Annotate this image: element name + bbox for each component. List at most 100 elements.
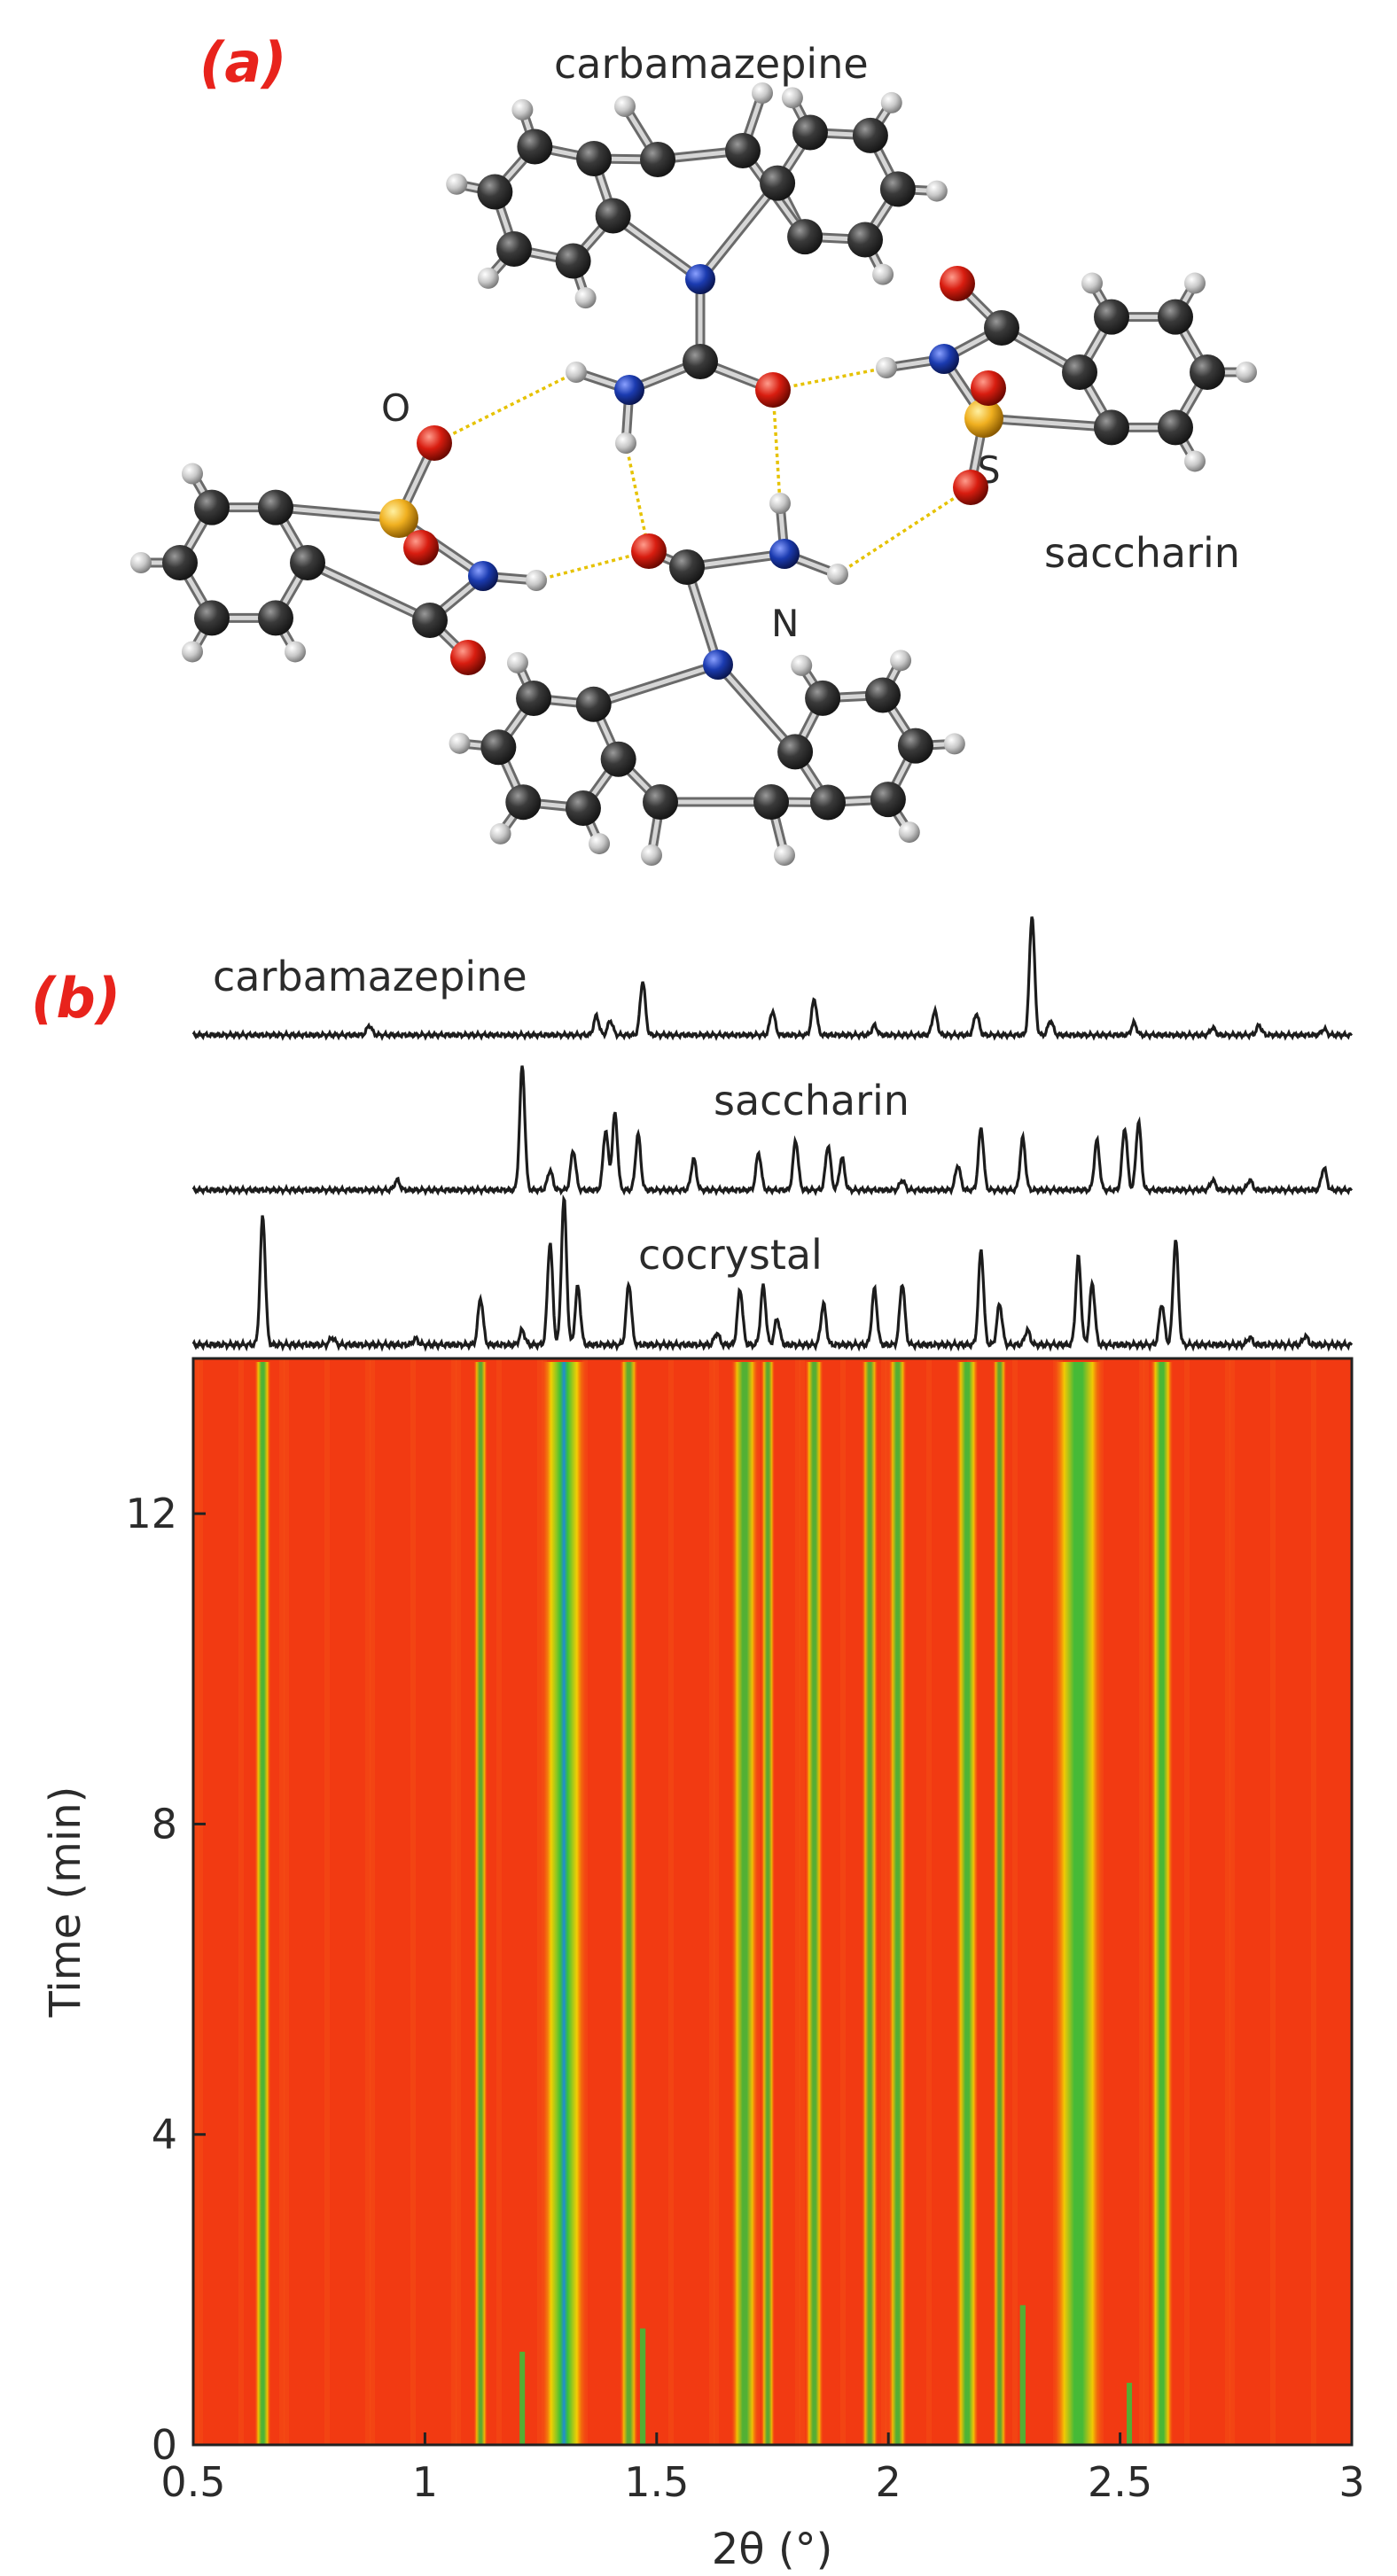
bond: [273, 505, 402, 521]
heatmap-streak: [795, 1358, 800, 2445]
hydrogen-atom: [752, 82, 773, 104]
heatmap-streak: [668, 1358, 674, 2445]
sulfur-atom: [964, 399, 1003, 438]
hydrogen-atom: [943, 733, 965, 755]
hydrogen-atom: [781, 87, 803, 109]
hydrogen-atom: [130, 552, 152, 573]
heatmap-early-band: [519, 2351, 526, 2445]
hydrogen-atom: [477, 267, 499, 289]
heatmap-bands: [193, 1358, 1316, 2445]
heatmap-band: [956, 1362, 979, 2445]
hydrogen-bonds: [433, 366, 972, 582]
carbon-atom: [1062, 354, 1097, 390]
heatmap-early-band: [1127, 2382, 1133, 2445]
heatmap-streak: [881, 1358, 886, 2445]
oxygen-atom: [755, 372, 791, 408]
hydrogen-bond: [771, 389, 782, 504]
carbon-atom: [725, 133, 761, 168]
hydrogen-atom: [574, 287, 597, 309]
x-tick-label: 2.5: [1088, 2458, 1152, 2506]
heatmap-streak: [1225, 1358, 1230, 2445]
y-tick-label: 8: [152, 1800, 177, 1848]
hydrogen-atom: [614, 96, 636, 117]
heatmap-band: [861, 1362, 878, 2445]
sulfur-atom: [379, 499, 418, 538]
x-tick-label: 3: [1338, 2458, 1364, 2506]
y-tick-label: 4: [152, 2111, 177, 2159]
hydrogen-atom: [589, 833, 611, 855]
hydrogen-atom: [526, 570, 547, 591]
carbon-atom: [643, 784, 678, 820]
nitrogen-atom: [703, 650, 733, 680]
heatmap-band: [1150, 1362, 1174, 2445]
carbon-atom: [1190, 354, 1225, 390]
pattern-label-carbamazepine: carbamazepine: [213, 953, 527, 1000]
hydrogen-atom: [285, 641, 306, 663]
hydrogen-atom: [182, 463, 203, 485]
carbon-atom: [852, 117, 888, 153]
carbon-atom: [1158, 409, 1193, 446]
heatmap-streak: [886, 1358, 891, 2445]
saccharin-molecule-label: saccharin: [1044, 529, 1240, 577]
carbon-atom: [792, 114, 828, 151]
nitrogen-atom: [929, 344, 959, 374]
hydrogen-atom: [511, 98, 534, 121]
heatmap-streak: [800, 1358, 805, 2445]
oxygen-atom: [631, 533, 667, 569]
nitrogen-atom: [769, 539, 800, 569]
hydrogen-bond: [433, 370, 577, 445]
hydrogen-atom: [489, 822, 511, 844]
heatmap-streak: [1311, 1358, 1316, 2445]
carbamazepine-molecule-label: carbamazepine: [554, 40, 869, 88]
heatmap-streak: [1139, 1358, 1144, 2445]
heatmap-band: [761, 1362, 776, 2445]
y-axis-label: Time (min): [41, 1786, 90, 2019]
heatmap-streak: [709, 1358, 714, 2445]
heatmap-early-band: [639, 2328, 646, 2445]
heatmap-band: [992, 1362, 1007, 2445]
hydrogen-atom: [876, 357, 897, 378]
carbon-atom: [865, 677, 901, 713]
carbon-atom: [760, 165, 796, 201]
covalent-bonds: [136, 88, 1252, 860]
y-tick-label: 0: [152, 2421, 177, 2469]
heatmap-band: [619, 1362, 638, 2445]
heatmap-streak: [1184, 1358, 1190, 2445]
carbon-atom: [595, 198, 631, 234]
pattern-line-cocrystal: [191, 1194, 1354, 1352]
carbon-atom: [1158, 299, 1193, 335]
heatmap-streak: [451, 1358, 457, 2445]
carbon-atom: [809, 784, 846, 821]
heatmap-band: [888, 1362, 908, 2445]
heatmap: [191, 1357, 1354, 2447]
hydrogen-atom: [615, 432, 636, 454]
x-tick-label: 1.5: [624, 2458, 689, 2506]
bond: [305, 560, 433, 623]
pattern-line-saccharin: [191, 1065, 1354, 1197]
nitrogen-atom-label: N: [771, 602, 799, 645]
carbon-atom: [555, 243, 591, 279]
x-tick-label: 1: [412, 2458, 438, 2506]
carbon-atom: [897, 728, 933, 764]
hydrogen-atom: [449, 732, 471, 754]
carbon-atom: [412, 603, 448, 638]
heatmap-streak: [238, 1358, 244, 2445]
carbon-atom: [194, 489, 230, 525]
carbon-atom: [600, 741, 636, 777]
heatmap-streak: [840, 1358, 846, 2445]
hydrogen-atom: [774, 844, 795, 866]
heatmap-band: [730, 1362, 759, 2445]
oxygen-atom-label: O: [381, 386, 410, 430]
carbon-atom: [477, 174, 513, 210]
nitrogen-atom: [614, 375, 644, 405]
heatmap-streak: [1143, 1358, 1149, 2445]
bond: [698, 181, 780, 282]
hydrogen-atom: [1184, 450, 1206, 472]
heatmap-streak: [456, 1358, 461, 2445]
carbon-atom: [517, 128, 553, 165]
heatmap-early-band: [1019, 2305, 1026, 2445]
hydrogen-atom: [769, 493, 791, 514]
y-tick-label: 12: [125, 1490, 177, 1537]
